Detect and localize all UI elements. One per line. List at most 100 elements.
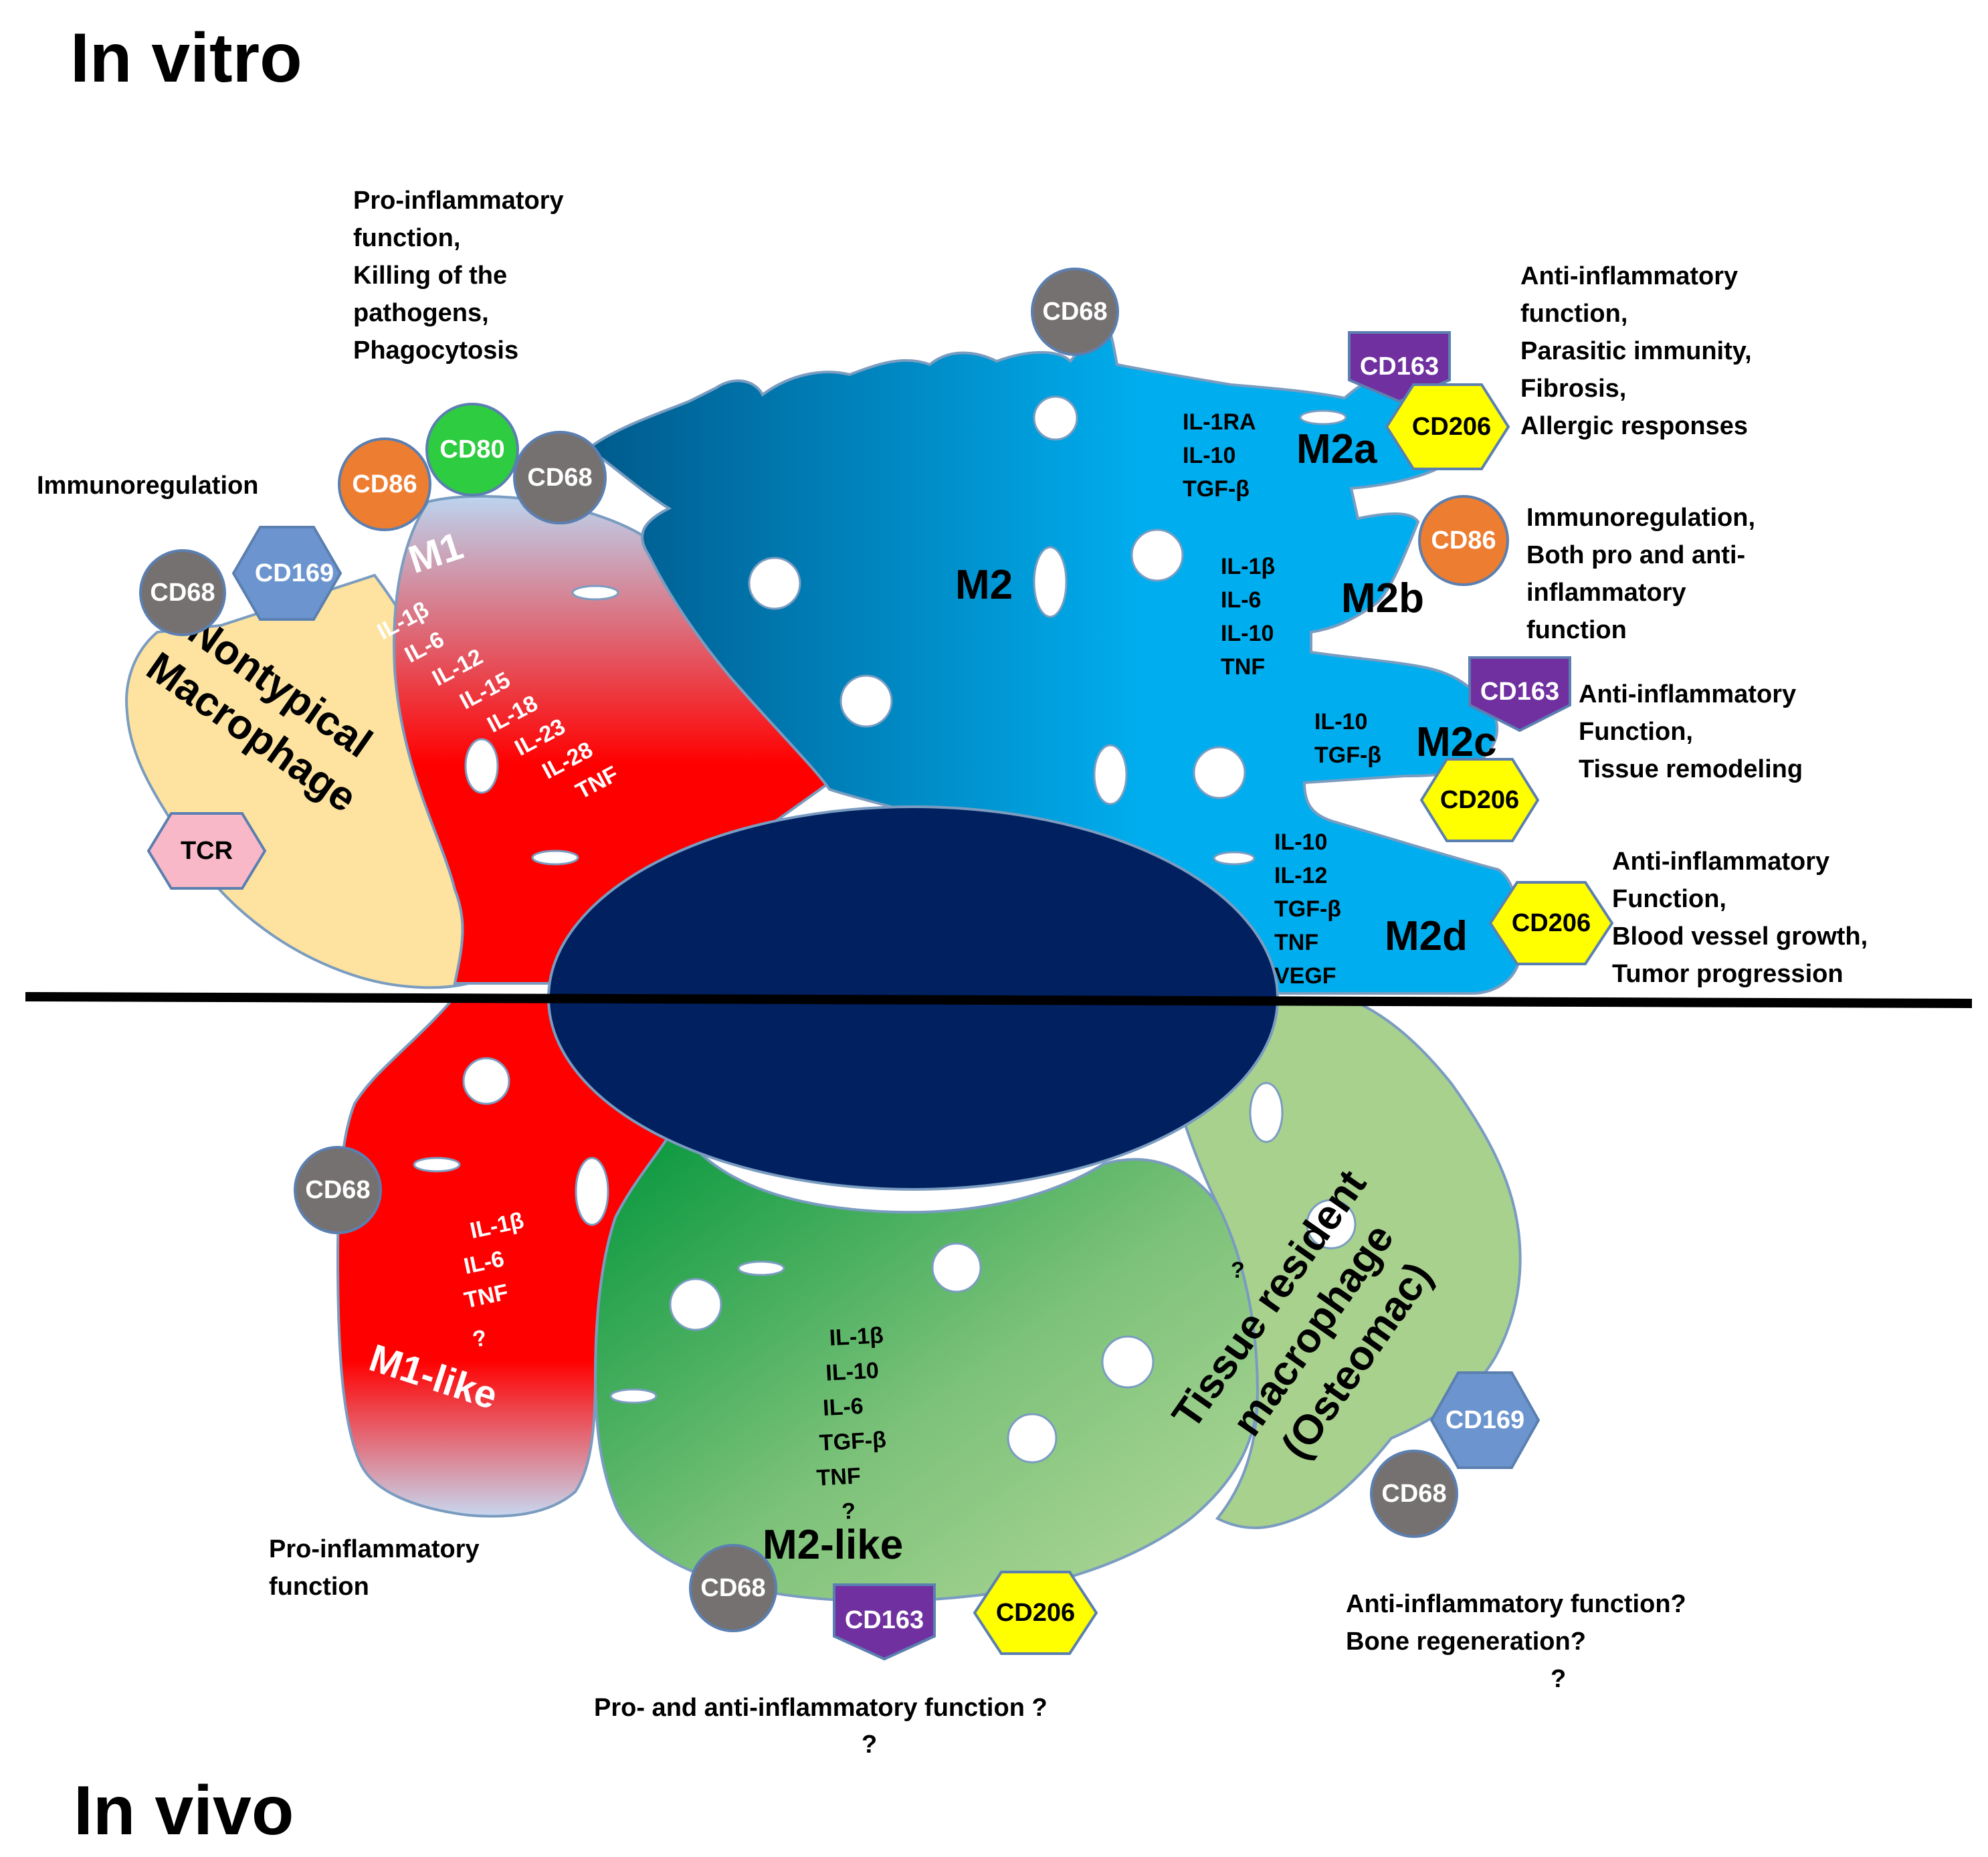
marker-cd206-m2d: CD206: [1488, 881, 1614, 965]
vesicle: [464, 738, 499, 794]
m2a-function: Anti-inflammatory function, Parasitic im…: [1520, 262, 1752, 440]
marker-label: CD163: [1480, 678, 1559, 706]
vesicle: [839, 674, 893, 728]
marker-label: CD169: [255, 559, 334, 587]
tissue-function-line: ?: [1551, 1665, 1566, 1693]
m2b-function-line: function: [1526, 616, 1627, 644]
marker-label: CD206: [996, 1599, 1075, 1627]
m2d-function-line: Function,: [1612, 885, 1726, 913]
m2d-cytokine: TGF-β: [1274, 896, 1341, 922]
vesicle: [1093, 744, 1128, 805]
m2c-function-line: Function,: [1579, 718, 1693, 746]
m1-function: Pro-inflammatory function, Killing of th…: [353, 187, 564, 365]
tissue-resident-cell: [1149, 999, 1522, 1529]
vesicle: [413, 1157, 461, 1173]
m1like-function-line: Pro-inflammatory: [269, 1535, 480, 1563]
nontypical-function: Immunoregulation: [37, 472, 258, 500]
marker-label: CD206: [1440, 786, 1519, 814]
marker-label: CD86: [352, 470, 417, 498]
marker-label: CD68: [1042, 298, 1107, 326]
divider-line: [25, 992, 1973, 1008]
m2like-cytokine: ?: [841, 1498, 856, 1525]
m2like-cytokine: TGF-β: [819, 1427, 887, 1456]
m2like-label: M2-like: [763, 1522, 903, 1568]
m1-function-line: Phagocytosis: [353, 336, 518, 365]
marker-cd68-m1: CD68: [513, 431, 607, 524]
m2like-cytokine: IL-6: [822, 1393, 864, 1421]
vesicle: [575, 1157, 609, 1226]
vesicle: [931, 1242, 982, 1293]
marker-cd163-m2like: CD163: [833, 1583, 936, 1661]
m2like-cytokine: IL-1β: [829, 1323, 884, 1351]
marker-label: CD169: [1446, 1406, 1524, 1434]
m1-function-line: Pro-inflammatory: [353, 187, 564, 215]
m2b-function-line: Immunoregulation,: [1526, 504, 1755, 532]
m2d-function-line: Blood vessel growth,: [1612, 922, 1868, 951]
marker-label: CD68: [527, 464, 592, 492]
tissue-function-line: Anti-inflammatory function?: [1346, 1590, 1686, 1618]
marker-label: CD163: [1360, 353, 1439, 381]
m2a-function-line: function,: [1520, 300, 1627, 328]
m2c-cytokines: IL-10 TGF-β: [1314, 709, 1381, 768]
m2like-function: Pro- and anti-inflammatory function ? ?: [594, 1694, 1048, 1759]
vesicle: [462, 1057, 510, 1105]
m2like-function-line: Pro- and anti-inflammatory function ?: [594, 1694, 1048, 1722]
vesicle: [1101, 1335, 1155, 1389]
marker-label: CD86: [1431, 526, 1496, 555]
m2b-cytokines: IL-1β IL-6 IL-10 TNF: [1221, 554, 1275, 680]
m1-function-line: Killing of the: [353, 262, 507, 290]
m2a-cytokine: IL-1RA: [1183, 409, 1256, 435]
vesicle: [669, 1278, 722, 1331]
marker-cd68-m2: CD68: [1031, 268, 1119, 356]
marker-label: CD68: [305, 1176, 370, 1204]
marker-cd169-nontypical: CD169: [231, 526, 342, 621]
m2c-label: M2c: [1416, 719, 1497, 765]
heading-in-vitro: In vitro: [70, 19, 302, 97]
m2a-cytokine: TGF-β: [1183, 476, 1250, 502]
m2b-function-line: inflammatory: [1526, 579, 1686, 607]
tissue-question: ?: [1231, 1258, 1245, 1283]
marker-cd68-m1like: CD68: [294, 1146, 382, 1234]
marker-cd86-m1: CD86: [338, 437, 431, 531]
m2d-cytokines: IL-10 IL-12 TGF-β TNF VEGF: [1274, 829, 1341, 989]
marker-label: CD68: [150, 579, 215, 607]
marker-label: CD68: [700, 1574, 765, 1602]
m2b-cytokine: IL-10: [1221, 621, 1274, 646]
m2a-function-line: Allergic responses: [1520, 412, 1748, 440]
m2like-cell: [593, 1120, 1260, 1603]
marker-cd206-m2a: CD206: [1385, 383, 1510, 470]
m2a-cytokines: IL-1RA IL-10 TGF-β: [1183, 409, 1256, 502]
vesicles: [413, 395, 1357, 1464]
marker-cd163-m2c: CD163: [1468, 656, 1571, 732]
marker-cd169-tissue: CD169: [1429, 1371, 1540, 1469]
vesicle: [1033, 546, 1068, 618]
marker-cd68-m2like: CD68: [689, 1544, 777, 1632]
m2c-function: Anti-inflammatory Function, Tissue remod…: [1579, 680, 1803, 783]
marker-cd206-m2c: CD206: [1419, 758, 1540, 842]
vesicle: [748, 557, 801, 610]
m2a-function-line: Parasitic immunity,: [1520, 337, 1752, 365]
m2like-cytokines: IL-1β IL-10 IL-6 TGF-β TNF ?: [816, 1323, 887, 1525]
m2b-cytokine: TNF: [1221, 654, 1265, 680]
marker-label: CD80: [439, 435, 504, 464]
vesicle: [737, 1260, 785, 1276]
m2a-label: M2a: [1296, 426, 1377, 472]
marker-cd68-nontypical: CD68: [139, 549, 226, 636]
m2b-cytokine: IL-6: [1221, 587, 1261, 613]
m2c-cytokine: TGF-β: [1314, 743, 1381, 768]
marker-cd86-m2b: CD86: [1418, 495, 1509, 586]
m2d-cytokine: IL-12: [1274, 863, 1327, 888]
marker-label: CD206: [1512, 909, 1591, 937]
m2d-function-line: Tumor progression: [1612, 960, 1844, 988]
m2b-label: M2b: [1341, 575, 1424, 621]
vesicle: [1249, 1082, 1284, 1143]
vesicle: [531, 850, 579, 866]
m2like-cytokine: IL-10: [825, 1358, 879, 1386]
m2d-label: M2d: [1385, 913, 1468, 959]
vesicle: [1007, 1413, 1058, 1464]
m1like-function: Pro-inflammatory function: [269, 1535, 480, 1601]
m2d-function: Anti-inflammatory Function, Blood vessel…: [1612, 848, 1868, 988]
m2c-function-line: Tissue remodeling: [1579, 755, 1803, 783]
m2like-function-line: ?: [862, 1731, 877, 1759]
